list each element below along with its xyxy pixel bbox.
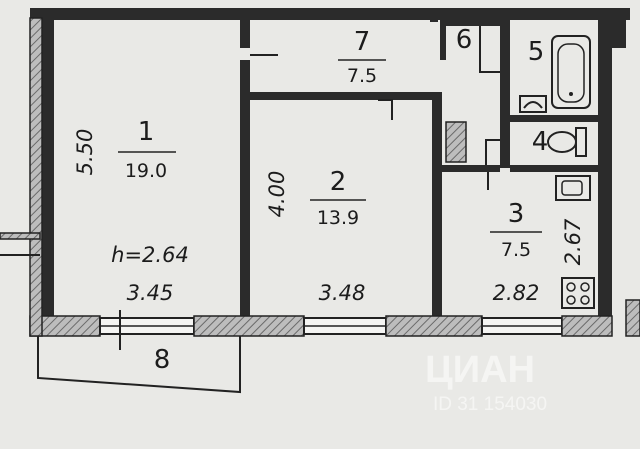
room-8-number: 8 [154,345,171,375]
toilet-icon [547,127,587,157]
room-1-width-dimension: 3.45 [127,281,174,305]
room-3-area: 7.5 [501,239,531,261]
room-6-number: 6 [456,25,473,55]
room-1-number: 1 [138,117,155,147]
room-1-area: 19.0 [125,160,167,182]
room-3-width-dimension: 2.82 [493,281,540,305]
room-1-ceiling-height: h=2.64 [111,243,189,267]
wall-corridor-room2 [250,92,440,100]
room-2-side-dimension: 4.00 [265,171,289,218]
room-2-width-dimension: 3.48 [319,281,366,305]
room-3-number: 3 [508,199,525,229]
room-7-area: 7.5 [347,65,377,87]
wall-room2-room3 [432,92,442,318]
wall-room1-room2 [240,60,250,318]
room-1-side-dimension: 5.50 [73,129,97,176]
room-5-number: 5 [528,37,545,67]
room-2-number: 2 [330,167,347,197]
left-exterior-wall [40,18,54,318]
cian-watermark: ЦИАН ID 31 154030 [425,349,547,415]
room-4-number: 4 [532,127,549,157]
bathtub-icon [551,35,591,109]
room-3-side-dimension: 2.67 [561,218,585,265]
kitchen-sink-icon [555,175,591,201]
room-7-number: 7 [354,27,371,57]
ventilation-shaft [445,121,467,163]
washbasin-icon [519,95,547,113]
room-2-area: 13.9 [317,207,359,229]
watermark-id: ID 31 154030 [433,394,547,415]
watermark-logo-text: ЦИАН [425,349,535,391]
top-exterior-wall [30,8,630,20]
balcony-outline [37,336,241,394]
stove-icon [561,277,595,309]
right-exterior-wall [598,18,612,318]
